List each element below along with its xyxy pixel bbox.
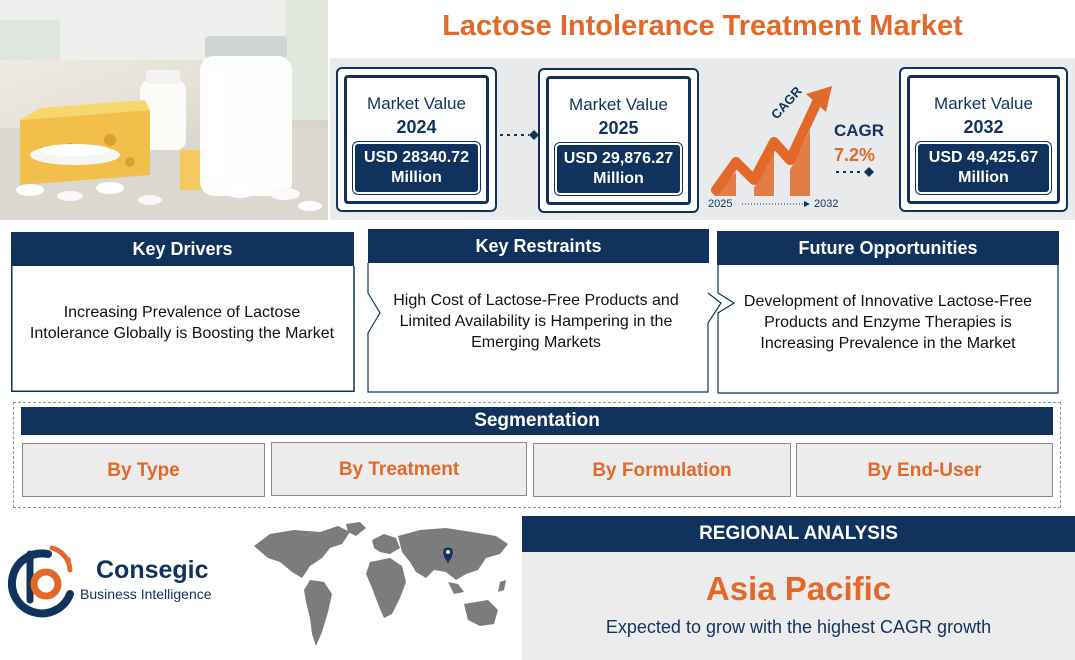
page-title: Lactose Intolerance Treatment Market	[442, 10, 963, 42]
brand-name: Consegic	[96, 556, 209, 584]
region-name: Asia Pacific	[705, 570, 892, 607]
cagr-value: 7.2%	[834, 145, 876, 165]
key-restraints-heading: Key Restraints	[368, 229, 709, 263]
future-opportunities-heading: Future Opportunities	[717, 231, 1059, 265]
market-value-card-2032: Market Value 2032 USD 49,425.67 Million	[899, 67, 1068, 212]
timeline-arrow	[742, 201, 810, 207]
market-value-amount: USD 49,425.67 Million	[918, 144, 1049, 192]
market-value-label: Market Value	[934, 94, 1033, 113]
market-value-card-2025: Market Value 2025 USD 29,876.27 Million	[538, 68, 699, 213]
cagr-start-year: 2025	[708, 198, 733, 210]
world-map	[254, 522, 508, 646]
location-pin-icon	[443, 547, 453, 564]
cagr-end-year: 2032	[814, 198, 839, 210]
market-value-label: Market Value	[569, 95, 668, 114]
segment-by-treatment: By Treatment	[271, 442, 527, 496]
brand-tagline: Business Intelligence	[80, 586, 212, 602]
key-drivers-text: Increasing Prevalence of Lactose Intoler…	[29, 304, 335, 342]
market-value-card-2024: Market Value 2024 USD 28340.72 Million	[336, 67, 497, 212]
key-drivers-frame	[11, 266, 355, 392]
segmentation-frame	[13, 402, 1061, 508]
key-drivers-heading: Key Drivers	[11, 232, 354, 266]
regional-analysis-panel	[522, 552, 1075, 660]
connector-line	[836, 167, 874, 177]
consegic-logo-icon	[8, 545, 74, 618]
market-value-year: 2024	[396, 117, 437, 137]
key-restraints-frame	[367, 263, 722, 393]
market-value-label: Market Value	[367, 94, 466, 113]
key-restraints-text: High Cost of Lactose-Free Products and L…	[393, 292, 679, 351]
growth-arrow-icon	[711, 86, 832, 196]
market-value-year: 2032	[963, 117, 1004, 137]
cagr-label: CAGR	[834, 121, 885, 140]
region-description: Expected to grow with the highest CAGR g…	[605, 617, 992, 637]
segment-by-formulation: By Formulation	[533, 443, 791, 497]
connector-line	[500, 130, 539, 140]
future-opportunities-text: Development of Innovative Lactose-Free P…	[743, 293, 1033, 352]
market-value-amount: USD 28340.72 Million	[355, 144, 478, 192]
segment-by-type: By Type	[22, 443, 265, 497]
hero-photo	[0, 0, 328, 220]
market-value-amount: USD 29,876.27 Million	[557, 145, 680, 193]
market-value-year: 2025	[598, 118, 639, 138]
future-opportunities-frame	[717, 265, 1059, 394]
segment-by-end-user: By End-User	[796, 443, 1053, 497]
regional-analysis-heading: REGIONAL ANALYSIS	[522, 516, 1075, 552]
segmentation-heading: Segmentation	[21, 407, 1053, 435]
